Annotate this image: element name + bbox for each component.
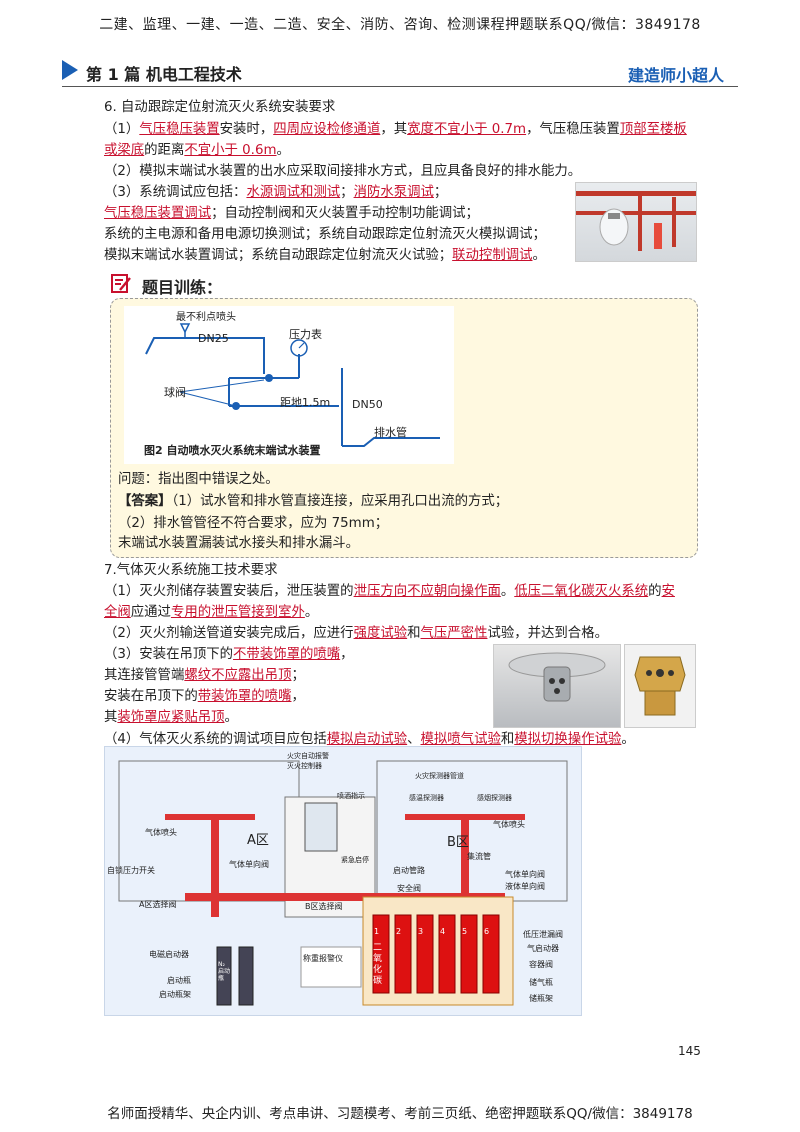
label-storage-rack: 储瓶架 xyxy=(529,994,553,1003)
label-worst-head: 最不利点喷头 xyxy=(176,312,236,323)
section6-p3-line4: 模拟末端试水装置调试；系统自动跟踪定位射流灭火试验；联动控制调试。 xyxy=(104,248,546,263)
n2-bottle-label: N₂启动瓶 xyxy=(218,961,231,982)
section7-p1-cont: 全阀应通过专用的泄压管接到室外。 xyxy=(104,605,319,620)
section6-p1: （1）气压稳压装置安装时，四周应设检修通道，其宽度不宜小于 0.7m，气压稳压装… xyxy=(104,122,687,137)
label-zone-b: B区 xyxy=(447,835,469,850)
label-b-select: B区选择阀 xyxy=(305,902,343,911)
section6-p3: （3）系统调试应包括：水源调试和测试；消防水泵调试； xyxy=(104,185,448,200)
exercise-answer-1: 【答案】（1）试水管和排水管直接连接，应采用孔口出流的方式； xyxy=(118,494,509,509)
exercise-answer-2: （2）排水管管径不符合要求，应为 75mm； xyxy=(118,516,389,531)
cylinder-2-label: 2 xyxy=(396,927,402,936)
label-dn50: DN50 xyxy=(352,398,383,411)
label-start-bottle: 启动瓶 xyxy=(167,976,191,985)
label-nozzle-right: 气体喷头 xyxy=(493,820,525,829)
section6-p3-line2: 气压稳压装置调试；自动控制阀和灭火装置手动控制功能调试； xyxy=(104,206,479,221)
label-ball-valve: 球阀 xyxy=(164,386,186,399)
top-banner: 二建、监理、一建、一造、二造、安全、消防、咨询、检测课程押题联系QQ/微信：38… xyxy=(99,17,701,33)
page-number: 145 xyxy=(678,1044,701,1058)
label-nozzle-left: 气体喷头 xyxy=(145,828,177,837)
exercise-heading: 题目训练： xyxy=(142,278,223,297)
section7-p3-line4: 其装饰罩应紧贴吊顶。 xyxy=(104,710,238,725)
section6-p3-line3: 系统的主电源和备用电源切换测试；系统自动跟踪定位射流灭火模拟调试； xyxy=(104,227,546,242)
label-heat-det: 感温探测器 xyxy=(409,794,444,802)
section7-p3-line2: 其连接管管端螺纹不应露出吊顶； xyxy=(104,668,305,683)
nozzle-brass-photo xyxy=(624,644,696,728)
label-start-line: 启动管路 xyxy=(393,866,425,875)
diagram-caption: 图2 自动喷水灭火系统末端试水装置 xyxy=(144,444,321,457)
label-smoke-det: 感烟探测器 xyxy=(477,794,512,802)
label-gauge: 压力表 xyxy=(289,328,322,341)
cylinder-4-label: 4 xyxy=(440,927,446,936)
section6-title: 6. 自动跟踪定位射流灭火系统安装要求 xyxy=(104,100,336,115)
label-weigh-alarm: 称重报警仪 xyxy=(303,954,343,963)
label-detector-line: 火灾探测器管道 xyxy=(415,772,464,780)
label-safety-valve: 安全阀 xyxy=(397,884,421,893)
brand-name: 建造师小超人 xyxy=(627,66,724,85)
header-divider xyxy=(62,86,738,87)
label-dn25: DN25 xyxy=(198,332,229,345)
cylinder-1-label: 1 xyxy=(374,927,380,936)
test-device-diagram: 最不利点喷头 DN25 压力表 球阀 距地1.5m DN50 排水管 图2 自动… xyxy=(124,306,454,464)
label-liquid-check: 液体单向阀 xyxy=(505,882,545,891)
cylinder-3-label: 3 xyxy=(418,927,424,936)
section7-p3: （3）安装在吊顶下的不带装饰罩的喷嘴， xyxy=(104,647,354,662)
footer-banner: 名师面授精华、央企内训、考点串讲、习题模考、考前三页纸、绝密押题联系QQ/微信：… xyxy=(107,1106,693,1122)
label-zone-a: A区 xyxy=(247,833,269,848)
label-pressure-switch: 自锁压力开关 xyxy=(107,866,155,875)
exercise-question: 问题：指出图中错误之处。 xyxy=(118,472,279,487)
label-gas-starter: 气启动器 xyxy=(527,944,559,953)
section6-p1-cont: 或梁底的距离不宜小于 0.6m。 xyxy=(104,143,290,158)
chapter-arrow-icon xyxy=(62,60,78,80)
label-manifold: 集流管 xyxy=(467,852,491,861)
section7-p1: （1）灭火剂储存装置安装后，泄压装置的泄压方向不应朝向操作面。低压二氧化碳灭火系… xyxy=(104,584,675,599)
label-spray-indicator: 喷洒指示 xyxy=(337,792,365,800)
label-gas-check: 气体单向阀 xyxy=(505,870,545,879)
nozzle-no-cover-photo xyxy=(493,644,621,728)
section7-p4: （4）气体灭火系统的调试项目应包括模拟启动试验、模拟喷气试验和模拟切换操作试验。 xyxy=(104,732,635,747)
label-container-valve: 容器阀 xyxy=(529,960,553,969)
exercise-answer-3: 末端试水装置漏装试水接头和排水漏斗。 xyxy=(118,536,360,551)
label-height: 距地1.5m xyxy=(280,396,331,409)
gas-system-diagram: 火灾自动报警 灭火控制器 喷洒指示 火灾探测器管道 感温探测器 感烟探测器 气体… xyxy=(104,746,582,1016)
label-start-rack: 启动瓶架 xyxy=(159,990,191,999)
stabilizer-photo xyxy=(575,182,697,262)
section7-p3-line3: 安装在吊顶下的带装饰罩的喷嘴， xyxy=(104,689,305,704)
label-drain: 排水管 xyxy=(374,426,407,439)
section6-p2: （2）模拟末端试水装置的出水应采取间接排水方式，且应具备良好的排水能力。 xyxy=(104,164,582,179)
label-controller: 火灾自动报警 灭火控制器 xyxy=(287,752,329,770)
label-storage-bottle: 储气瓶 xyxy=(529,978,553,987)
label-solenoid: 电磁启动器 xyxy=(149,950,189,959)
cylinder-5-label: 5 xyxy=(462,927,468,936)
cylinder-6-label: 6 xyxy=(484,927,490,936)
exercise-icon xyxy=(110,272,132,294)
chapter-title: 第 1 篇 机电工程技术 xyxy=(86,65,242,84)
label-check-valve: 气体单向阀 xyxy=(229,860,269,869)
label-a-select: A区选择阀 xyxy=(139,900,177,909)
label-emergency: 紧急启停 xyxy=(341,856,369,864)
section7-p2: （2）灭火剂输送管道安装完成后，应进行强度试验和气压严密性试验，并达到合格。 xyxy=(104,626,608,641)
cylinder-text: 二氧化碳 xyxy=(373,943,383,986)
label-low-leak: 低压泄漏阀 xyxy=(523,930,563,939)
section7-title: 7.气体灭火系统施工技术要求 xyxy=(104,563,278,578)
